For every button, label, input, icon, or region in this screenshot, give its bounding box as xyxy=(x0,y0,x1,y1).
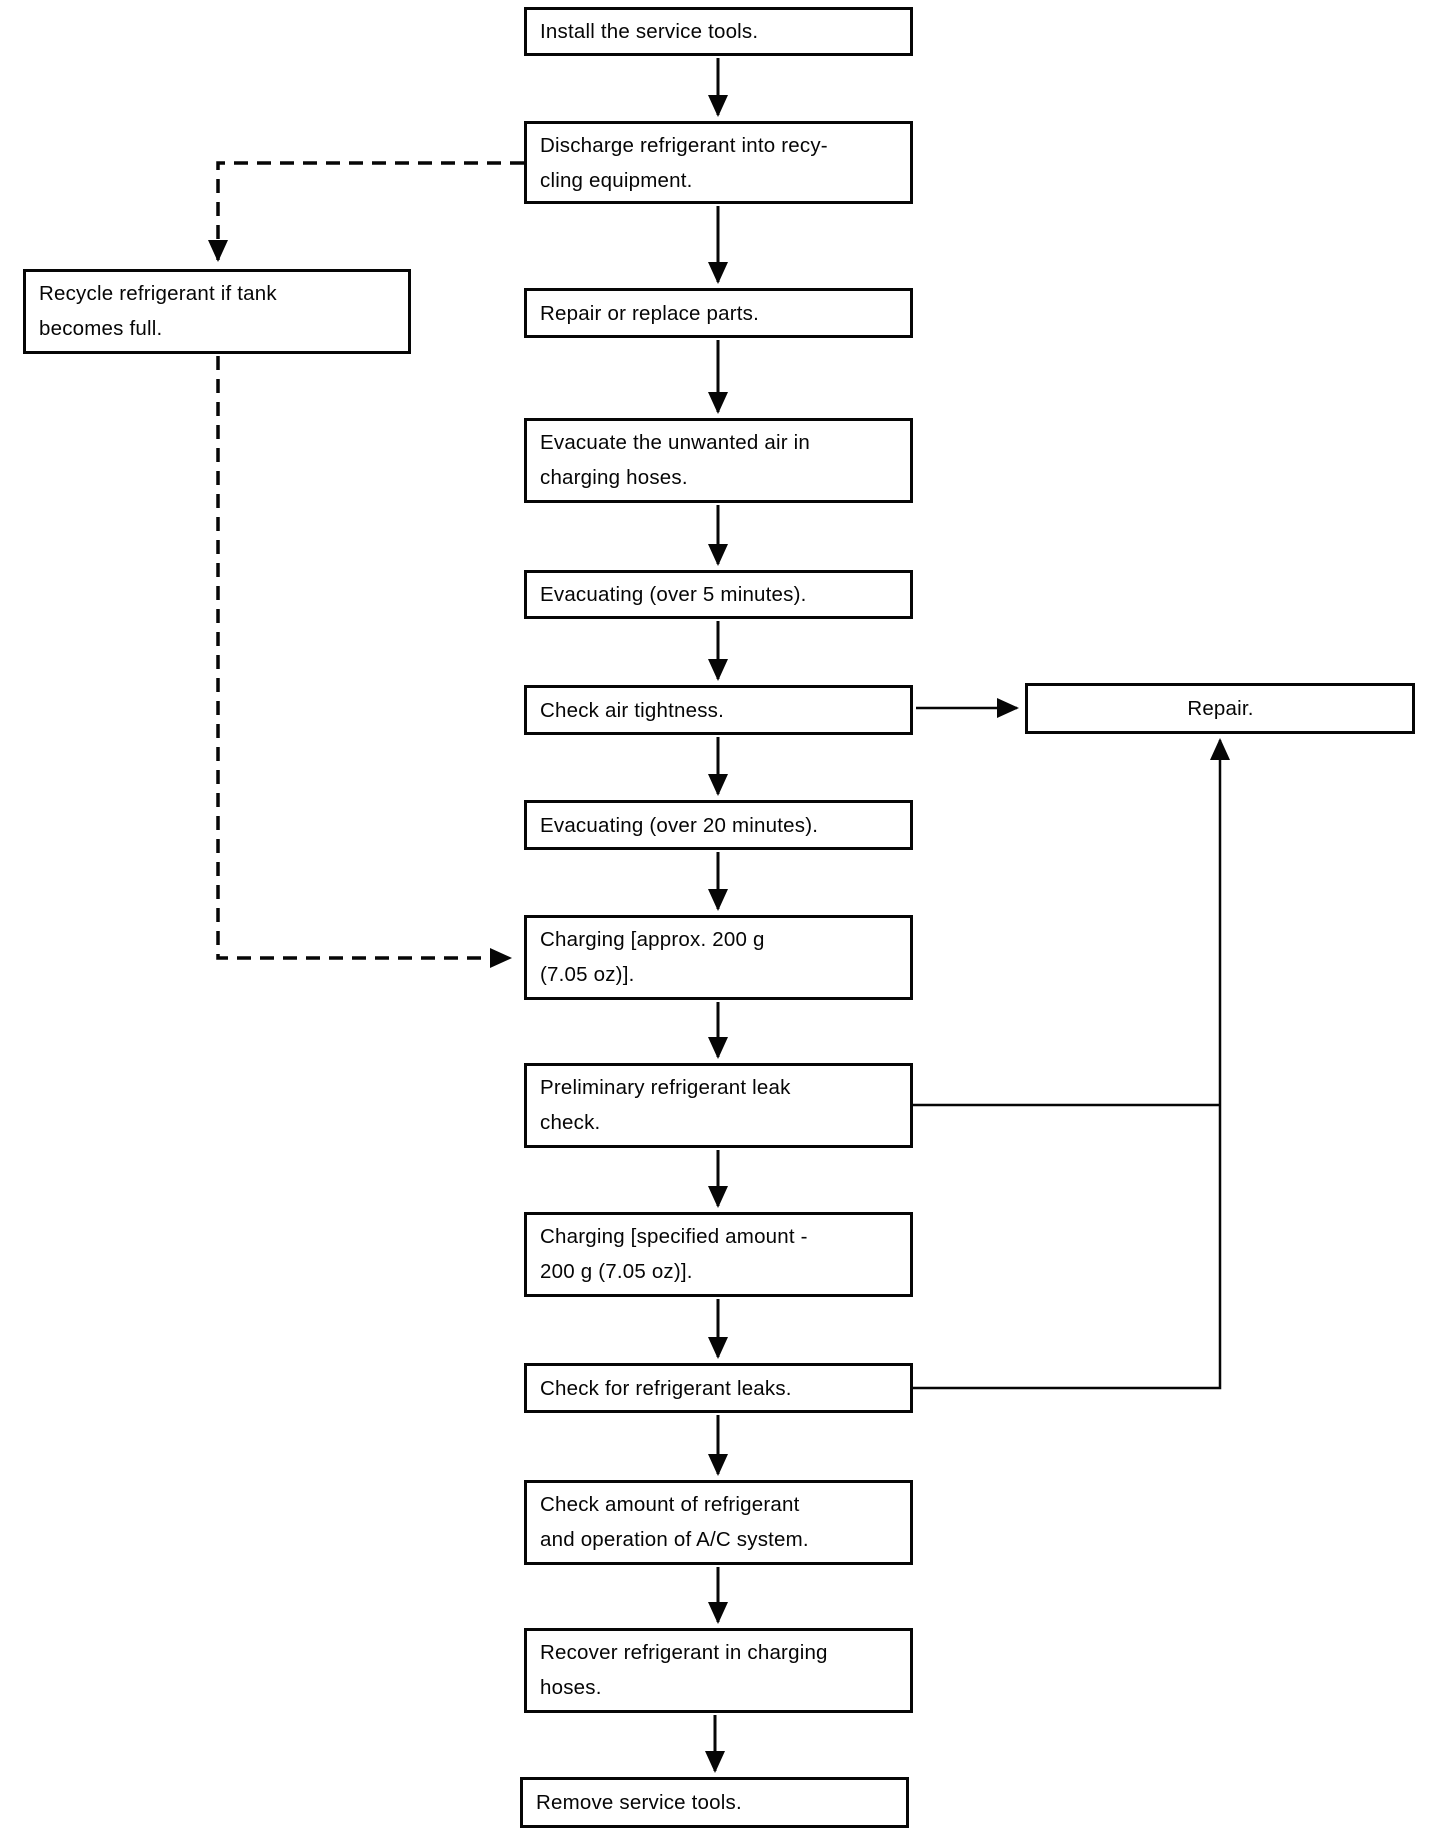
node-label: cling equipment. xyxy=(540,169,693,192)
node-label: Install the service tools. xyxy=(540,20,759,43)
node-label: Recover refrigerant in charging xyxy=(540,1641,828,1664)
node-label: Remove service tools. xyxy=(536,1791,742,1814)
feedback-check-leaks-to-repair xyxy=(911,738,1230,1390)
node-label: 200 g (7.05 oz)]. xyxy=(540,1260,693,1283)
node-label: Repair or replace parts. xyxy=(540,301,760,325)
node-label: charging hoses. xyxy=(540,466,688,489)
node-evacuate-unwanted-air: Evacuate the unwanted air in charging ho… xyxy=(524,418,913,503)
node-label: Repair. xyxy=(1187,697,1254,720)
node-discharge-refrigerant: Discharge refrigerant into recy- cling e… xyxy=(524,121,913,204)
node-repair: Repair. xyxy=(1025,683,1415,734)
node-label: and operation of A/C system. xyxy=(540,1528,809,1551)
node-label: hoses. xyxy=(540,1676,602,1699)
node-label: becomes full. xyxy=(39,317,163,340)
node-label: Charging [approx. 200 g xyxy=(540,928,765,951)
node-label: Evacuating (over 20 minutes). xyxy=(540,813,819,837)
dashed-recycle-to-charging-approx xyxy=(216,356,512,968)
node-check-amount-and-operation: Check amount of refrigerant and operatio… xyxy=(524,1480,913,1565)
node-check-air-tightness: Check air tightness. xyxy=(524,685,913,735)
node-label: Discharge refrigerant into recy- xyxy=(540,134,828,157)
node-repair-or-replace-parts: Repair or replace parts. xyxy=(524,288,913,338)
node-label: Check for refrigerant leaks. xyxy=(540,1376,792,1400)
node-remove-service-tools: Remove service tools. xyxy=(520,1777,909,1828)
node-label: Check amount of refrigerant xyxy=(540,1493,800,1516)
node-label: Recycle refrigerant if tank xyxy=(39,282,277,305)
dashed-discharge-to-recycle xyxy=(208,161,524,262)
node-charging-approx-200g: Charging [approx. 200 g (7.05 oz)]. xyxy=(524,915,913,1000)
node-install-service-tools: Install the service tools. xyxy=(524,7,913,56)
node-label: (7.05 oz)]. xyxy=(540,963,635,986)
node-evacuating-20-minutes: Evacuating (over 20 minutes). xyxy=(524,800,913,850)
node-label: check. xyxy=(540,1111,601,1134)
node-check-refrigerant-leaks: Check for refrigerant leaks. xyxy=(524,1363,913,1413)
node-label: Evacuating (over 5 minutes). xyxy=(540,583,807,606)
node-recycle-refrigerant: Recycle refrigerant if tank becomes full… xyxy=(23,269,411,354)
node-evacuating-5-minutes: Evacuating (over 5 minutes). xyxy=(524,570,913,619)
node-recover-refrigerant: Recover refrigerant in charging hoses. xyxy=(524,1628,913,1713)
node-preliminary-leak-check: Preliminary refrigerant leak check. xyxy=(524,1063,913,1148)
node-label: Check air tightness. xyxy=(540,698,725,722)
node-label: Preliminary refrigerant leak xyxy=(540,1076,791,1099)
node-label: Charging [specified amount - xyxy=(540,1225,808,1248)
node-label: Evacuate the unwanted air in xyxy=(540,431,810,454)
node-charging-specified-amount: Charging [specified amount - 200 g (7.05… xyxy=(524,1212,913,1297)
